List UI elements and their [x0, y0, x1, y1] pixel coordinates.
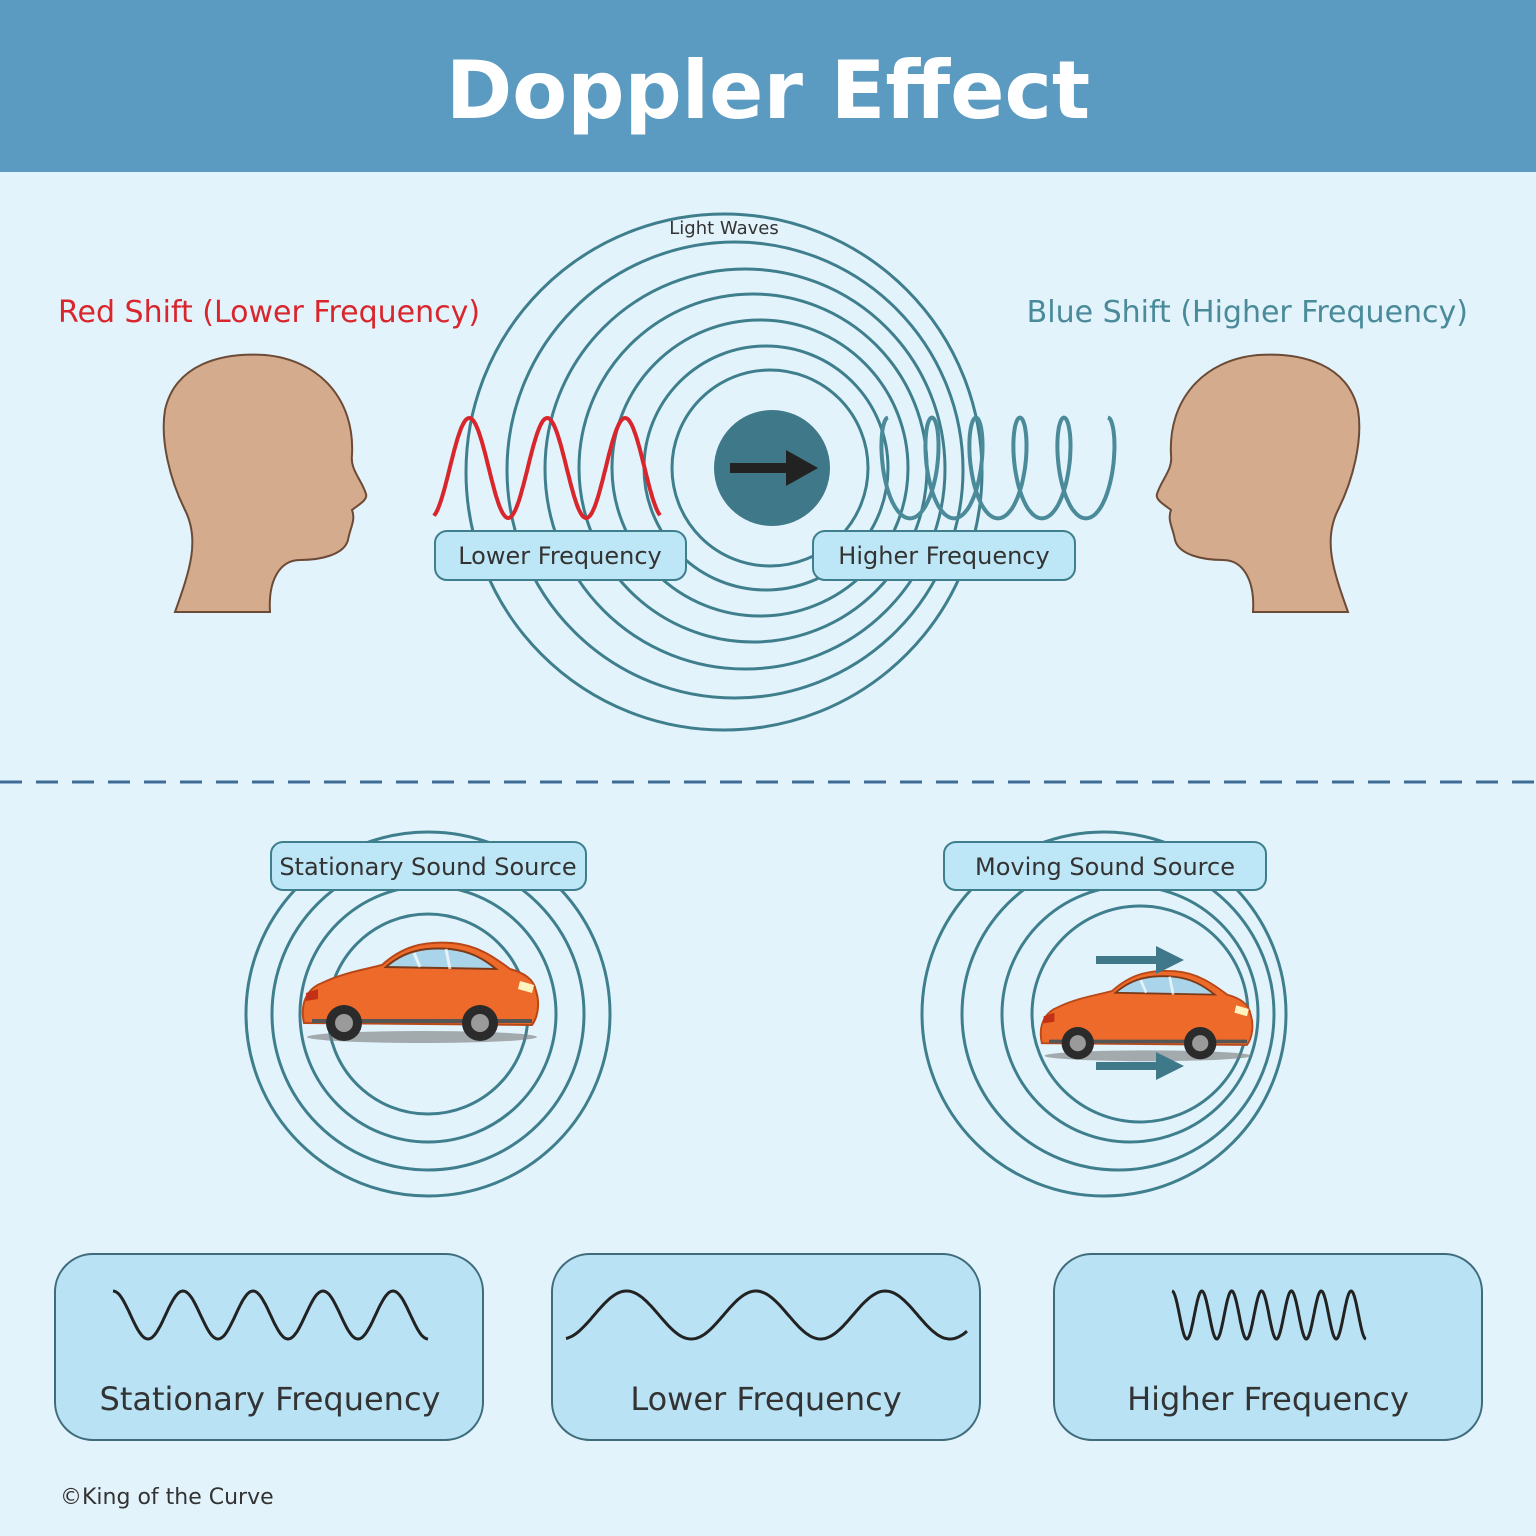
stationary-car — [300, 940, 541, 1045]
higher-frequency-label: Higher Frequency — [838, 542, 1049, 570]
lower-frequency-tag: Lower Frequency — [434, 530, 687, 581]
blue-shift-label: Blue Shift (Higher Frequency) — [1027, 295, 1468, 330]
moving-car — [1038, 969, 1255, 1063]
stationary-frequency-wave — [112, 1289, 429, 1341]
copyright-text: ©King of the Curve — [60, 1485, 274, 1510]
light-waves-label: Light Waves — [669, 218, 778, 239]
moving-source-label: Moving Sound Source — [975, 853, 1235, 881]
lower-frequency-card-label: Lower Frequency — [630, 1380, 901, 1418]
higher-frequency-tag: Higher Frequency — [812, 530, 1076, 581]
motion-arrow-top-icon — [1096, 946, 1184, 974]
stationary-frequency-label: Stationary Frequency — [100, 1380, 441, 1418]
red-shift-label: Red Shift (Lower Frequency) — [58, 295, 480, 330]
red-shift-wave — [432, 415, 662, 521]
stationary-frequency-card: Stationary Frequency — [54, 1253, 484, 1441]
right-arrow-icon — [730, 450, 818, 486]
left-head-silhouette — [162, 353, 368, 613]
header-bar — [0, 0, 1536, 172]
higher-frequency-card-label: Higher Frequency — [1127, 1380, 1409, 1418]
lower-frequency-card: Lower Frequency — [551, 1253, 981, 1441]
light-wave-rings — [464, 212, 984, 732]
blue-shift-wave — [879, 415, 1117, 521]
stationary-source-label: Stationary Sound Source — [279, 853, 576, 881]
stationary-source-tag: Stationary Sound Source — [270, 841, 587, 891]
moving-source-tag: Moving Sound Source — [943, 841, 1267, 891]
motion-arrow-bottom-icon — [1096, 1052, 1184, 1080]
lower-frequency-wave — [565, 1289, 968, 1341]
higher-frequency-card: Higher Frequency — [1053, 1253, 1483, 1441]
page-title: Doppler Effect — [446, 44, 1090, 137]
right-head-silhouette — [1155, 353, 1361, 613]
lower-frequency-label: Lower Frequency — [458, 542, 662, 570]
higher-frequency-wave — [1171, 1289, 1367, 1341]
